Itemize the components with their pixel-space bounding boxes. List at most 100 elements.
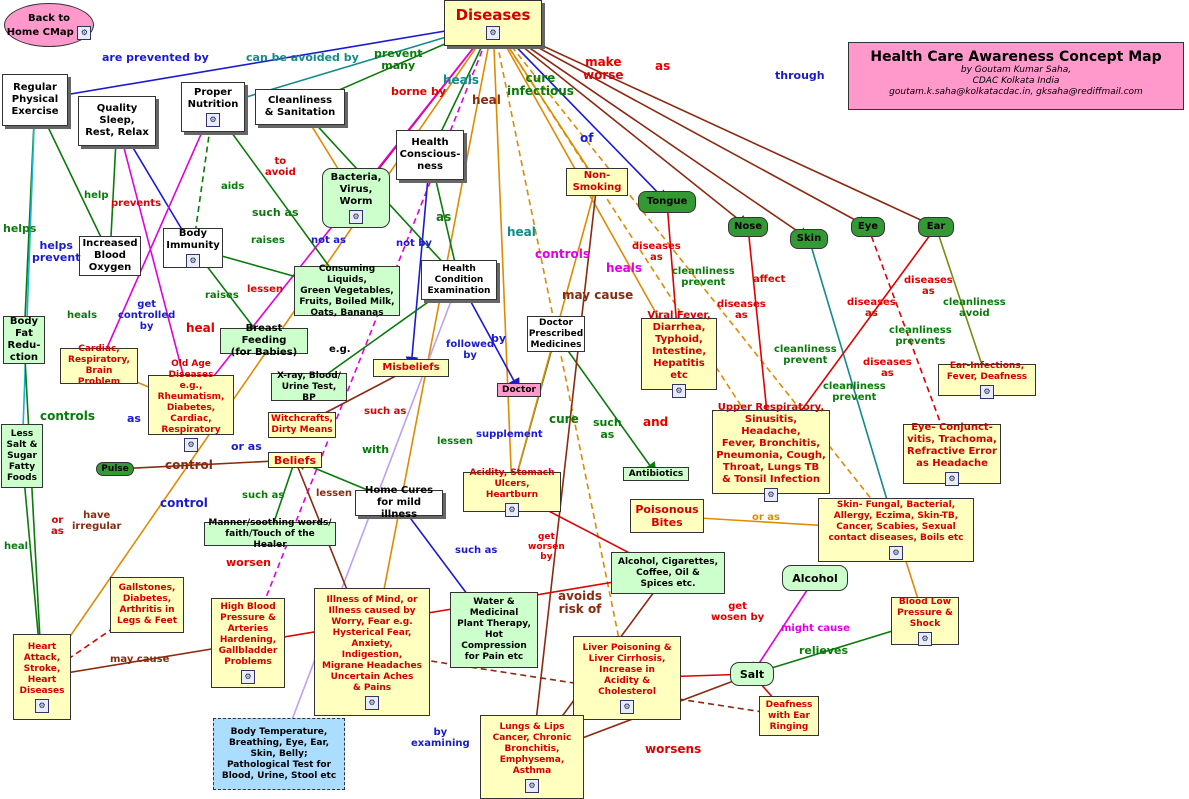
node-label: Home Cures for mild illness: [364, 485, 434, 520]
link-label-heals3: heals: [67, 310, 98, 321]
concept-map-link-icon[interactable]: ⚙: [186, 254, 200, 268]
link-label-as2: as: [436, 210, 452, 224]
node-label: Liver Poisoning & Liver Cirrhosis, Incre…: [582, 642, 672, 697]
link-label-by-examining: by examining: [411, 727, 470, 749]
link-label-cleanliness-prevent1: cleanliness prevent: [672, 266, 735, 288]
link-label-with: with: [362, 443, 390, 456]
link-label-cleanliness-prevents: cleanliness prevents: [889, 325, 952, 347]
node-proper-nutrition: Proper Nutrition⚙: [181, 82, 245, 132]
concept-map-link-icon[interactable]: ⚙: [486, 25, 500, 40]
link-label-cleanliness-prevent2: cleanliness prevent: [774, 344, 837, 366]
link-alcohol-to-salt: [751, 577, 816, 676]
node-label: Increased Blood Oxygen: [82, 238, 138, 273]
node-skin-fungal: Skin- Fungal, Bacterial, Allergy, Eczima…: [818, 498, 974, 562]
node-label: Ear-Infections, Fever, Deafness: [946, 361, 1028, 382]
node-xray: X-ray, Blood/ Urine Test, BP: [271, 371, 347, 403]
node-manner: Manner/soothing words/ faith/Touch of th…: [204, 518, 336, 550]
concept-map-link-icon[interactable]: ⚙: [620, 699, 634, 714]
email-line: goutam.k.saha@kolkatacdac.in, gksaha@red…: [889, 87, 1143, 97]
node-tongue: Tongue: [638, 191, 696, 213]
link-label-prevents: prevents: [111, 198, 162, 209]
concept-map-link-icon[interactable]: ⚙: [184, 437, 198, 452]
link-label-affect: affect: [753, 274, 786, 285]
node-regular-exercise: Regular Physical Exercise: [2, 74, 68, 126]
node-label: Upper Respiratory, Sinusitis, Headache, …: [716, 402, 826, 485]
node-antibiotics: Antibiotics: [623, 467, 689, 481]
link-label-lessen2: lessen: [437, 436, 474, 447]
link-label-not-as: not as: [311, 235, 346, 246]
back-to-home-button[interactable]: Back to Home CMap ⚙: [4, 3, 94, 47]
link-diseases-to-illness-mind: [367, 22, 494, 654]
link-label-diseases-as3: diseases as: [847, 297, 896, 319]
concept-map-icon[interactable]: ⚙: [77, 26, 92, 40]
node-label: Heart Attack, Stroke, Heart Diseases: [19, 641, 65, 696]
link-label-borne-by: borne by: [391, 85, 447, 98]
link-label-to-avoid: to avoid: [265, 156, 296, 178]
link-label-diseases-as2: diseases as: [717, 299, 766, 321]
node-misbeliefs: Misbeliefs: [373, 359, 449, 377]
node-increased-oxygen: Increased Blood Oxygen: [79, 236, 141, 276]
link-diseases-to-nose: [492, 22, 750, 228]
node-label: Health Condition Examination: [427, 263, 491, 296]
node-label: Viral Fever, Diarrhea, Typhoid, Intestin…: [647, 310, 711, 381]
link-label-heal2: heal: [507, 225, 536, 239]
concept-map-link-icon[interactable]: ⚙: [918, 631, 932, 646]
node-label: Ear: [926, 221, 946, 232]
link-label-supplement: supplement: [476, 429, 543, 440]
node-label: Nose: [734, 221, 762, 232]
node-label: Diseases: [455, 5, 531, 24]
node-less-salt: Less Salt & Sugar Fatty Foods: [1, 424, 43, 488]
link-label-cleanliness-prevent3: cleanliness prevent: [823, 381, 886, 403]
node-label: Skin- Fungal, Bacterial, Allergy, Eczima…: [828, 500, 964, 543]
node-label: Old Age Diseases e.g., Rheumatism, Diabe…: [157, 358, 225, 435]
node-old-age: Old Age Diseases e.g., Rheumatism, Diabe…: [148, 359, 234, 452]
node-label: Alcohol, Cigarettes, Coffee, Oil & Spice…: [617, 556, 719, 589]
concept-map-link-icon[interactable]: ⚙: [980, 385, 994, 399]
node-liver: Liver Poisoning & Liver Cirrhosis, Incre…: [573, 636, 681, 720]
node-label: Pulse: [101, 463, 129, 474]
org-line: CDAC Kolkata India: [972, 76, 1060, 86]
link-label-get-wosen-by: get wosen by: [711, 601, 765, 623]
concept-map-link-icon[interactable]: ⚙: [206, 113, 220, 127]
link-label-of: of: [580, 131, 594, 145]
link-health-consciousness-to-misbeliefs: [405, 154, 431, 370]
concept-map-link-icon[interactable]: ⚙: [764, 488, 778, 502]
link-regular-exercise-to-increased-oxygen: [34, 99, 111, 258]
node-home-cures: Home Cures for mild illness: [355, 485, 443, 520]
node-label: Illness of Mind, or Illness caused by Wo…: [321, 594, 423, 693]
link-label-heal3: heal: [186, 321, 215, 335]
node-viral-fever: Viral Fever, Diarrhea, Typhoid, Intestin…: [641, 310, 717, 398]
concept-map-link-icon[interactable]: ⚙: [505, 502, 519, 517]
node-label: Bacteria, Virus, Worm: [330, 172, 382, 207]
concept-map-link-icon[interactable]: ⚙: [35, 698, 49, 713]
link-label-are-prevented-by: are prevented by: [102, 51, 209, 64]
node-alcohol: Alcohol: [782, 565, 848, 591]
concept-map-link-icon[interactable]: ⚙: [525, 778, 539, 793]
node-label: Health Conscious- ness: [399, 137, 461, 172]
node-label: Tongue: [646, 196, 688, 207]
back-to-home-label: Back to Home CMap: [6, 13, 74, 38]
node-label: Water & Medicinal Plant Therapy, Hot Com…: [457, 597, 531, 662]
node-label: Body Immunity: [166, 228, 220, 251]
node-label: Skin: [796, 233, 822, 244]
node-label: Breast Feeding (for Babies): [230, 323, 298, 358]
node-label: Misbeliefs: [382, 362, 440, 373]
link-diseases-to-ear: [492, 22, 938, 229]
node-health-consciousness: Health Conscious- ness: [396, 130, 464, 180]
concept-map-link-icon[interactable]: ⚙: [889, 546, 903, 560]
concept-map-link-icon[interactable]: ⚙: [241, 670, 255, 684]
concept-map-link-icon[interactable]: ⚙: [672, 384, 686, 398]
node-blood-low: Blood Low Pressure & Shock⚙: [891, 597, 959, 646]
node-doctor-medicines: Doctor Prescribed Medicines: [527, 316, 585, 352]
concept-map-link-icon[interactable]: ⚙: [945, 472, 959, 486]
node-label: Antibiotics: [628, 468, 684, 479]
node-label: Regular Physical Exercise: [11, 82, 59, 117]
concept-map-link-icon[interactable]: ⚙: [365, 695, 379, 710]
node-upper-resp: Upper Respiratory, Sinusitis, Headache, …: [712, 402, 830, 502]
link-label-or-as3: or as: [752, 512, 780, 523]
concept-map-link-icon[interactable]: ⚙: [349, 210, 363, 224]
link-proper-nutrition-to-consuming-liquids: [212, 106, 348, 293]
node-label: Deafness with Ear Ringing: [765, 699, 813, 732]
author-line: by Goutam Kumar Saha,: [960, 65, 1072, 75]
link-label-through: through: [775, 69, 825, 82]
